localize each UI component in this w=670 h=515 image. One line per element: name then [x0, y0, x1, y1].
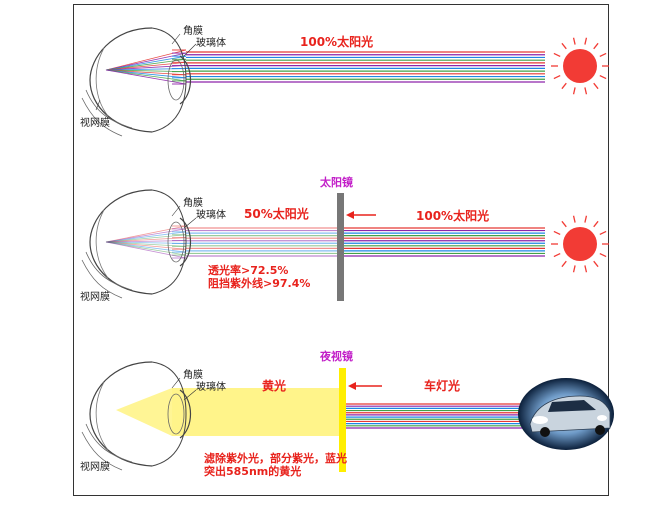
light-ray	[553, 252, 561, 258]
vitreous-label: 玻璃体	[196, 36, 226, 49]
eye-icon	[81, 189, 192, 299]
light-ray	[105, 69, 187, 82]
night-vision-lens	[339, 368, 346, 472]
light-ray	[105, 234, 187, 243]
focused-rays	[105, 49, 187, 85]
light-ray	[553, 230, 561, 236]
light-ray	[105, 241, 187, 253]
light-ray	[105, 241, 187, 250]
light-ray	[599, 52, 607, 58]
light-ray	[584, 37, 588, 45]
vitreous-label: 玻璃体	[196, 380, 226, 393]
light-ray	[105, 231, 187, 243]
car-headlight-icon	[518, 378, 614, 450]
light-ray	[593, 260, 599, 268]
sun-icon	[551, 37, 609, 95]
headlight-label: 车灯光	[424, 378, 460, 393]
light-ray	[599, 74, 607, 80]
cornea-label: 角膜	[183, 25, 203, 37]
light-ray	[593, 220, 599, 228]
light-ray	[105, 241, 187, 256]
light-rays-incoming	[344, 227, 545, 257]
vitreous-label: 玻璃体	[196, 208, 226, 221]
light-ray	[105, 237, 187, 243]
light-rays-headlight	[346, 403, 525, 429]
light-ray	[561, 42, 567, 50]
retina-label: 视网膜	[80, 116, 110, 129]
sun-icon	[551, 215, 609, 273]
light-ray	[553, 52, 561, 58]
light-ray	[561, 260, 567, 268]
light-ray	[572, 215, 576, 223]
sun-disc	[563, 227, 597, 261]
eye-icon	[81, 27, 192, 137]
light-ray	[105, 241, 187, 259]
light-ray	[105, 241, 187, 247]
cornea-label: 角膜	[183, 197, 203, 209]
focused-rays	[105, 225, 187, 259]
light-ray	[561, 220, 567, 228]
filtered-light-label: 50%太阳光	[244, 206, 309, 221]
yellow-light-label: 黄光	[262, 378, 286, 393]
yellow-beam	[172, 388, 339, 436]
sun-disc	[563, 49, 597, 83]
light-ray	[599, 230, 607, 236]
light-ray	[105, 69, 187, 79]
uv-block-note: 阻挡紫外线>97.4%	[208, 276, 310, 290]
light-ray	[572, 87, 576, 95]
cornea-label: 角膜	[183, 369, 203, 381]
sun-light-label: 100%太阳光	[416, 208, 489, 223]
light-ray	[593, 82, 599, 90]
panel-3: 角膜 玻璃体 视网膜 夜视镜 黄光 车灯光 滤除紫外光，部分紫光，蓝光 突出58…	[80, 349, 614, 478]
retina-label: 视网膜	[80, 460, 110, 473]
light-ray	[105, 228, 187, 243]
sunglass-lens	[337, 193, 344, 301]
light-ray	[572, 265, 576, 273]
light-ray	[105, 69, 187, 76]
light-ray	[105, 61, 187, 71]
light-rays	[186, 51, 545, 83]
light-ray	[584, 87, 588, 95]
light-ray	[584, 215, 588, 223]
eye-icon	[81, 361, 192, 471]
light-ray	[561, 82, 567, 90]
retina-label: 视网膜	[80, 290, 110, 303]
light-ray	[572, 37, 576, 45]
light-ray	[105, 55, 187, 71]
transmittance-note: 透光率>72.5%	[208, 263, 288, 277]
panel-1: 角膜 玻璃体 视网膜 100%太阳光	[80, 25, 609, 137]
light-ray	[599, 252, 607, 258]
light-ray	[105, 58, 187, 71]
light-ray	[105, 65, 187, 71]
light-rays-filtered	[186, 227, 337, 257]
arrow-left-icon	[348, 382, 382, 390]
sun-light-label: 100%太阳光	[300, 34, 373, 49]
light-ray	[584, 265, 588, 273]
sunglass-label: 太阳镜	[319, 175, 353, 189]
panel-2: 角膜 玻璃体 视网膜 太阳镜 50%太阳光 100%太阳光 透光率>72.5% …	[80, 175, 609, 303]
light-ray	[105, 69, 187, 85]
night-glass-label: 夜视镜	[319, 349, 353, 363]
light-ray	[553, 74, 561, 80]
arrow-left-icon	[346, 211, 376, 219]
yellow-beam-focus	[116, 388, 172, 436]
light-ray	[593, 42, 599, 50]
filter-note: 滤除紫外光，部分紫光，蓝光	[204, 451, 347, 465]
yellow-emphasis-note: 突出585nm的黄光	[204, 464, 301, 478]
